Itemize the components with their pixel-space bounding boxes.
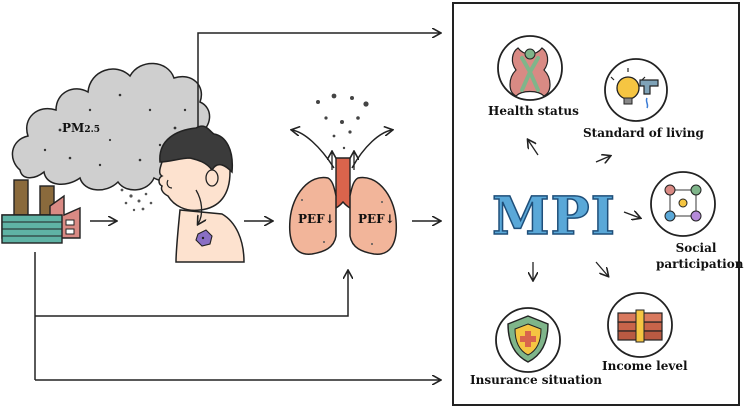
insurance-situation-label: Insurance situation (470, 373, 602, 387)
social-participation-label: Social participation (656, 240, 744, 272)
arrow-person-to-mpi-top (197, 33, 440, 128)
social-label-line2: participation (656, 257, 744, 271)
inhaled-particles (120, 188, 153, 212)
pm25-label: PM2.5 (62, 121, 100, 135)
factory (1, 179, 81, 244)
shield-cross-icon (495, 307, 561, 373)
lungs (288, 93, 398, 255)
person-inhaling (158, 125, 245, 263)
connector-lines (34, 33, 440, 380)
income-level-label: Income level (602, 359, 688, 373)
bulb-faucet-icon (604, 58, 668, 122)
pm25-label-sub: 2.5 (84, 125, 100, 135)
mpi-arrows (528, 140, 640, 280)
particle-in-throat (195, 229, 213, 247)
people-network-icon (650, 171, 716, 237)
health-status-label: Health status (488, 104, 579, 118)
left-lung-pef-label: PEF↓ (298, 212, 335, 226)
money-stack-icon (607, 292, 673, 358)
right-lung (349, 176, 398, 255)
health-person-icon (497, 35, 563, 101)
mpi-panel (452, 2, 740, 406)
right-lung-pef-label: PEF↓ (358, 212, 395, 226)
pm25-label-main: PM (62, 121, 85, 135)
social-label-line1: Social (675, 241, 717, 255)
left-lung (288, 176, 337, 255)
arrow-factory-to-lungs (35, 271, 348, 317)
standard-of-living-label: Standard of living (583, 126, 704, 140)
mpi-title: MPI (491, 185, 616, 248)
